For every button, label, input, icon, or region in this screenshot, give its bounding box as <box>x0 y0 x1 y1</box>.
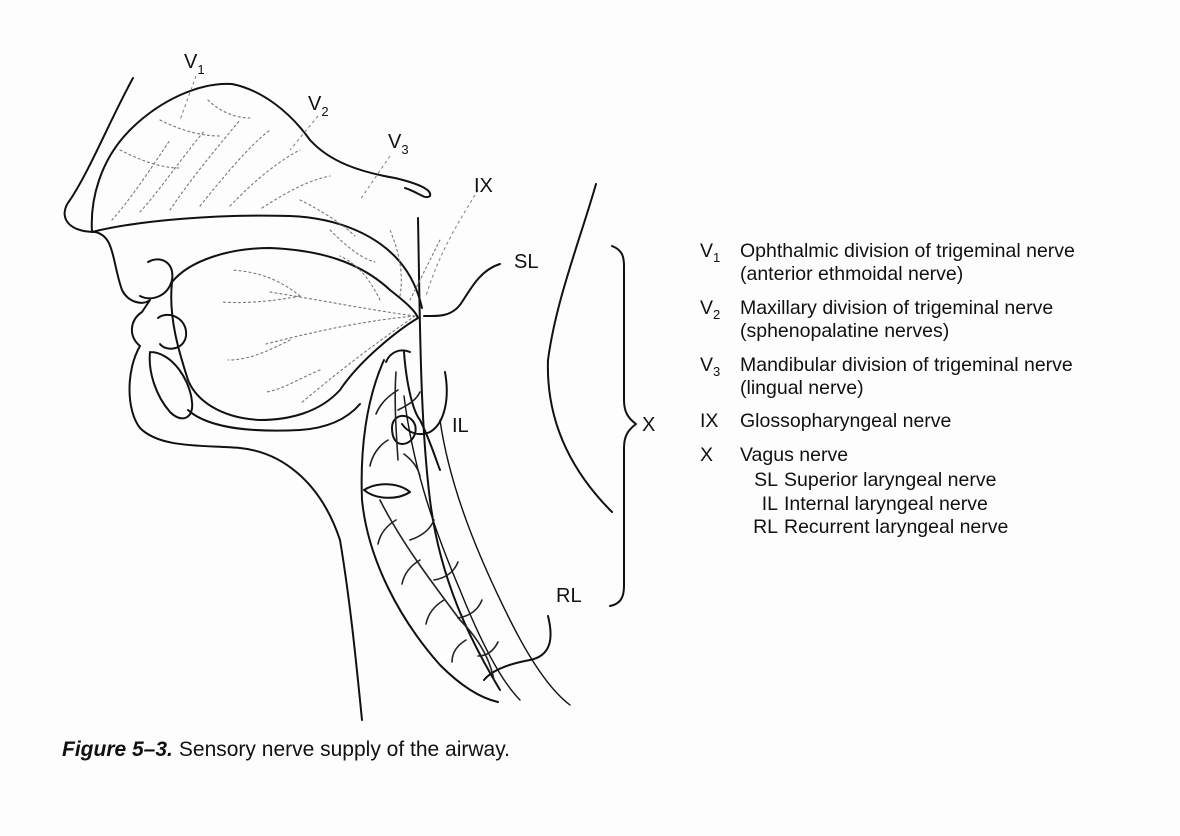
legend-row-ix: IX Glossopharyngeal nerve <box>700 410 1160 433</box>
legend-code: V3 <box>700 353 721 379</box>
legend-code: IX <box>700 410 719 433</box>
label-sl: SL <box>514 251 538 273</box>
larynx-tube-left <box>360 359 499 703</box>
upper-lip <box>139 258 174 300</box>
nasal-nerve-branches <box>111 99 376 263</box>
legend-code: V2 <box>700 296 721 322</box>
hard-palate <box>91 214 423 309</box>
label-il: IL <box>452 415 469 437</box>
vocal-fold <box>363 483 411 499</box>
caption-text: Sensory nerve supply of the airway. <box>178 738 510 761</box>
spine-curve <box>546 183 613 513</box>
legend-text: Mandibular division of trigeminal nerve … <box>740 353 1073 399</box>
legend-text: Maxillary division of trigeminal nerve (… <box>740 296 1054 343</box>
laryngeal-nerve-branches <box>369 371 499 681</box>
v1-leader <box>179 75 197 121</box>
legend-text: Glossopharyngeal nerve <box>740 410 952 433</box>
legend-text: Vagus nerve <box>740 443 849 466</box>
label-v3: V3 <box>388 131 409 157</box>
v2-leader <box>289 115 319 151</box>
nasal-cavity <box>90 82 432 233</box>
tongue-nerve-branches <box>221 229 441 405</box>
pharynx-front-wall <box>403 395 521 701</box>
trachea-outer-wall <box>439 419 571 706</box>
arytenoid <box>391 414 417 445</box>
nerve-legend: V1 Ophthalmic division of trigeminal ner… <box>700 240 1160 539</box>
superior-laryngeal-nerve <box>423 263 501 318</box>
figure-caption: Figure 5–3.Sensory nerve supply of the a… <box>62 738 510 762</box>
mouth-floor <box>187 403 361 432</box>
legend-code: V1 <box>700 240 721 265</box>
internal-laryngeal-nerve <box>401 371 448 436</box>
label-ix: IX <box>474 175 493 197</box>
label-v2: V2 <box>308 93 329 119</box>
legend-row-x: X Vagus nerve <box>700 444 1160 467</box>
legend-text: Ophthalmic division of trigeminal nerve … <box>740 240 1075 286</box>
lower-lip <box>157 313 188 350</box>
legend-row-v3: V3 Mandibular division of trigeminal ner… <box>700 354 1160 401</box>
face-profile-outline <box>63 77 363 721</box>
legend-code: X <box>700 443 714 466</box>
label-x: X <box>642 414 655 436</box>
figure-number: Figure 5–3. <box>62 738 173 761</box>
recurrent-laryngeal-nerve <box>483 615 552 681</box>
legend-row-v1: V1 Ophthalmic division of trigeminal ner… <box>700 240 1160 287</box>
label-rl: RL <box>556 585 582 607</box>
ix-leader <box>425 189 479 297</box>
epiglottis <box>385 349 411 363</box>
vagus-brace <box>609 245 637 607</box>
larynx-tube-right <box>403 351 441 471</box>
pharynx-back-wall <box>417 217 501 691</box>
tongue <box>170 247 419 421</box>
v3-leader <box>359 155 391 201</box>
label-v1: V1 <box>184 51 205 77</box>
chin-lobe <box>148 351 194 420</box>
legend-row-v2: V2 Maxillary division of trigeminal nerv… <box>700 297 1160 344</box>
